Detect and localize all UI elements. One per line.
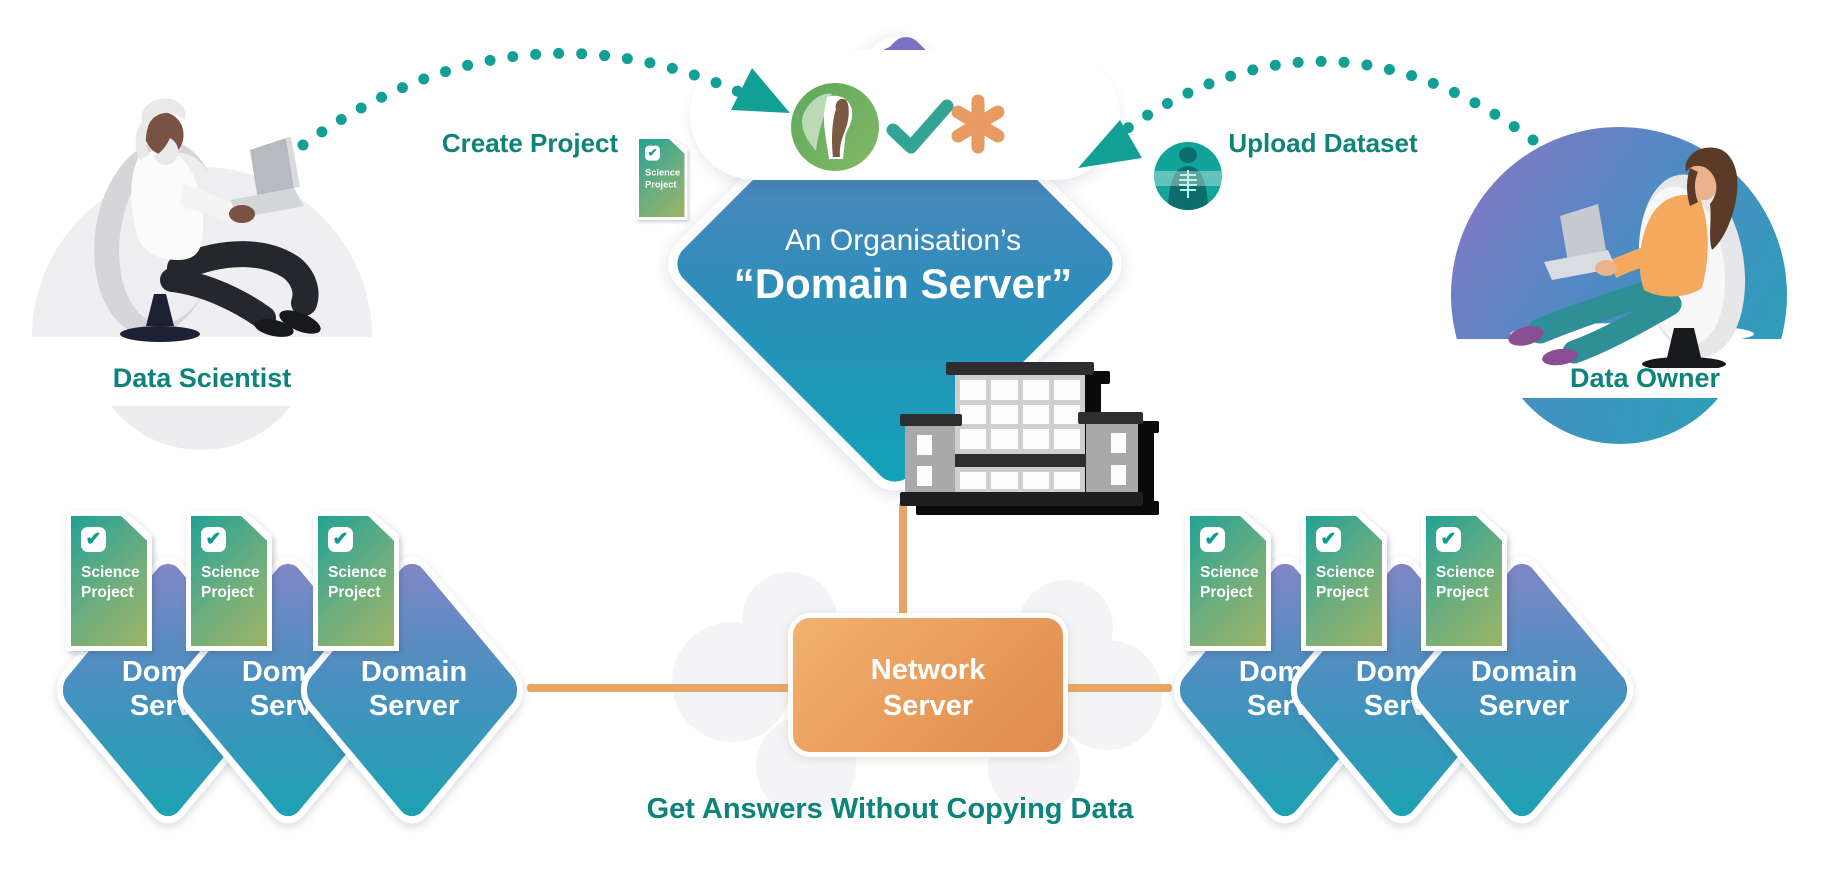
- data-owner-circle-arc: [1492, 398, 1748, 444]
- check-icon: ✔: [1436, 527, 1461, 552]
- central-diamond-title: “Domain Server”: [733, 260, 1073, 307]
- check-icon: ✔: [1316, 527, 1341, 552]
- check-icon: ✔: [81, 527, 106, 552]
- cloud-blob: [1052, 640, 1162, 750]
- check-icon: ✔: [201, 527, 226, 552]
- central-diamond-subtitle: An Organisation’s: [784, 224, 1022, 257]
- network-server-label: Network Server: [870, 654, 986, 722]
- data-owner-illustration: [1508, 147, 1754, 368]
- asterisk-icon: [948, 94, 1008, 154]
- connector-left-line: [527, 684, 790, 692]
- user-avatar-icon: [791, 83, 879, 171]
- check-icon: ✔: [1200, 527, 1225, 552]
- organisation-building-icon: [900, 362, 1143, 506]
- diagram-caption: Get Answers Without Copying Data: [646, 793, 1134, 825]
- checkmark-icon: [884, 98, 956, 156]
- create-project-label: Create Project: [441, 128, 619, 158]
- data-owner-label: Data Owner: [1569, 363, 1721, 393]
- connector-vertical-line: [899, 502, 907, 617]
- xray-dataset-icon: [1154, 142, 1222, 210]
- network-server-box: [788, 613, 1068, 757]
- data-scientist-illustration: [94, 98, 321, 342]
- check-icon: ✔: [328, 527, 353, 552]
- data-scientist-label: Data Scientist: [112, 363, 292, 393]
- data-scientist-circle-arc: [87, 406, 315, 450]
- connector-right-line: [1066, 684, 1172, 692]
